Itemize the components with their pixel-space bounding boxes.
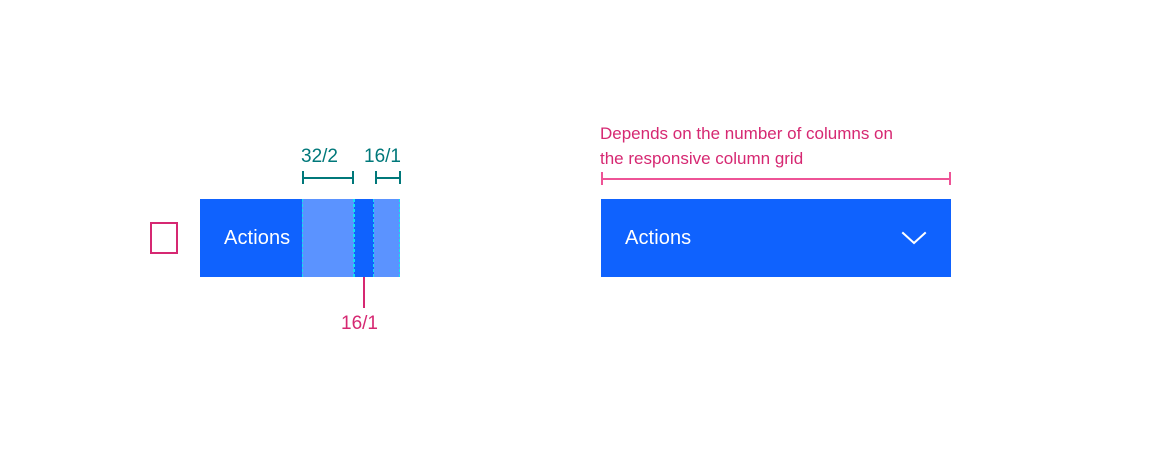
spec-actions-button-label: Actions (224, 226, 291, 249)
example-actions-button[interactable]: Actions (601, 199, 951, 277)
responsive-note: Depends on the number of columns on the … (600, 121, 960, 171)
measure-bar-trailing (375, 171, 401, 184)
spacing-band-padding (302, 199, 354, 277)
measure-bar-width (601, 172, 951, 185)
spec-actions-button[interactable]: Actions (200, 199, 400, 277)
spacing-band-trailing (374, 199, 400, 277)
measure-label-trailing: 16/1 (364, 146, 401, 167)
measure-label-chevron: 16/1 (341, 313, 378, 334)
chevron-leader-line (363, 254, 365, 308)
measure-label-padding: 32/2 (301, 146, 338, 167)
spec-chevron-highlight[interactable] (150, 222, 178, 254)
responsive-note-line-1: Depends on the number of columns on (600, 124, 893, 143)
chevron-down-icon (155, 232, 173, 244)
measure-bar-padding (302, 171, 354, 184)
example-actions-button-label: Actions (625, 226, 692, 249)
responsive-note-line-2: the responsive column grid (600, 149, 804, 168)
chevron-hit-area-band (354, 199, 374, 277)
chevron-down-icon (901, 230, 927, 246)
